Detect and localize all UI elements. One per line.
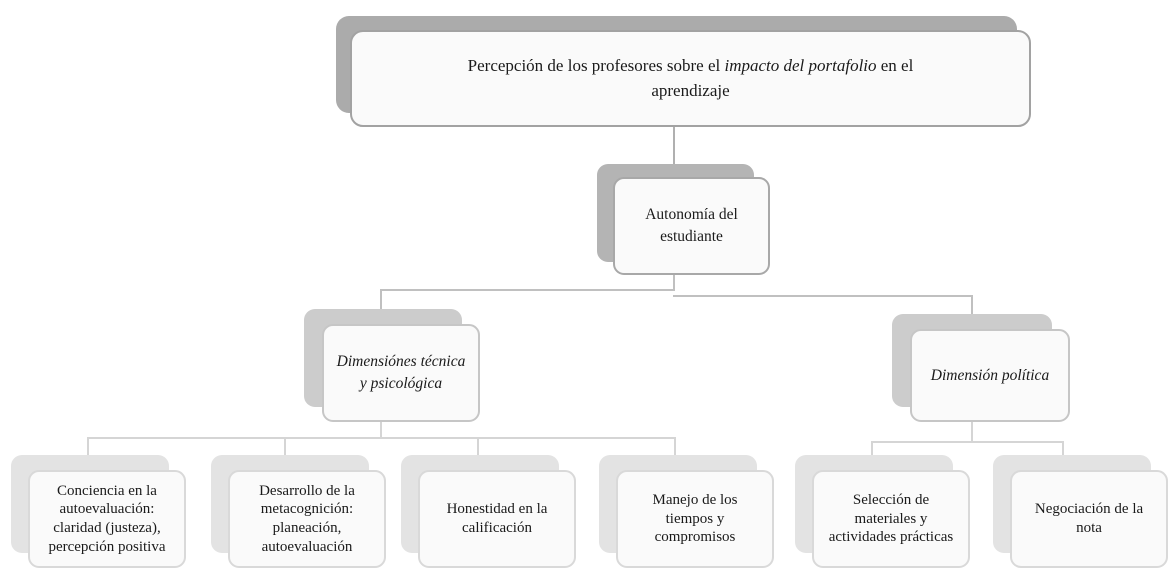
connector-leaf5-drop	[871, 441, 873, 471]
connector-leaf6-drop	[1062, 441, 1064, 471]
connector-left-branch-horizontal	[380, 289, 675, 291]
connector-right-branch-horizontal	[673, 295, 973, 297]
leaf-label: Desarrollo de la metacognición: planeaci…	[259, 482, 355, 555]
leaf-label: Selección de materiales y actividades pr…	[828, 491, 954, 546]
connector-left-branch-drop	[380, 289, 382, 325]
leaf-label: Conciencia en la autoevaluación: clarida…	[48, 482, 166, 555]
leaf-label: Negociación de la nota	[1034, 501, 1144, 536]
leaf-negociacion-nota-node: Negociación de la nota	[1010, 470, 1168, 568]
branch-technical-psychological-node: Dimensiónes técnica y psicológica	[322, 324, 480, 422]
leaf-seleccion-materiales-node: Selección de materiales y actividades pr…	[812, 470, 970, 568]
root-node-label: Percepción de los profesores sobre el im…	[468, 54, 914, 103]
connector-root-autonomy	[673, 127, 675, 178]
leaf-desarrollo-metacognicion-node: Desarrollo de la metacognición: planeaci…	[228, 470, 386, 568]
leaf-conciencia-autoevaluacion-node: Conciencia en la autoevaluación: clarida…	[28, 470, 186, 568]
connector-leaves-left-horizontal	[87, 437, 676, 439]
branch-political-label: Dimensión política	[930, 366, 1050, 384]
connector-leaf4-drop	[674, 437, 676, 471]
branch-technical-label: Dimensiónes técnica y psicológica	[336, 353, 466, 392]
leaf-label: Manejo de los tiempos y compromisos	[652, 491, 738, 546]
branch-political-node: Dimensión política	[910, 329, 1070, 422]
root-label-suffix: en el aprendizaje	[651, 55, 914, 100]
connector-leaves-right-horizontal	[871, 441, 1064, 443]
connector-right-branch-drop	[971, 295, 973, 330]
connector-political-stub	[971, 422, 973, 443]
leaf-honestidad-calificacion-node: Honestidad en la calificación	[418, 470, 576, 568]
root-node: Percepción de los profesores sobre el im…	[350, 30, 1031, 127]
connector-autonomy-stub	[673, 275, 675, 291]
connector-leaf1-drop	[87, 437, 89, 471]
root-label-italic: impacto del portafolio	[724, 55, 877, 75]
connector-technical-stub	[380, 422, 382, 439]
autonomy-node: Autonomía del estudiante	[613, 177, 770, 275]
leaf-manejo-tiempos-node: Manejo de los tiempos y compromisos	[616, 470, 774, 568]
leaf-label: Honestidad en la calificación	[446, 501, 548, 536]
root-label-prefix: Percepción de los profesores sobre el	[467, 55, 725, 75]
connector-leaf3-drop	[477, 437, 479, 471]
connector-leaf2-drop	[284, 437, 286, 471]
autonomy-node-label: Autonomía del estudiante	[645, 206, 738, 245]
